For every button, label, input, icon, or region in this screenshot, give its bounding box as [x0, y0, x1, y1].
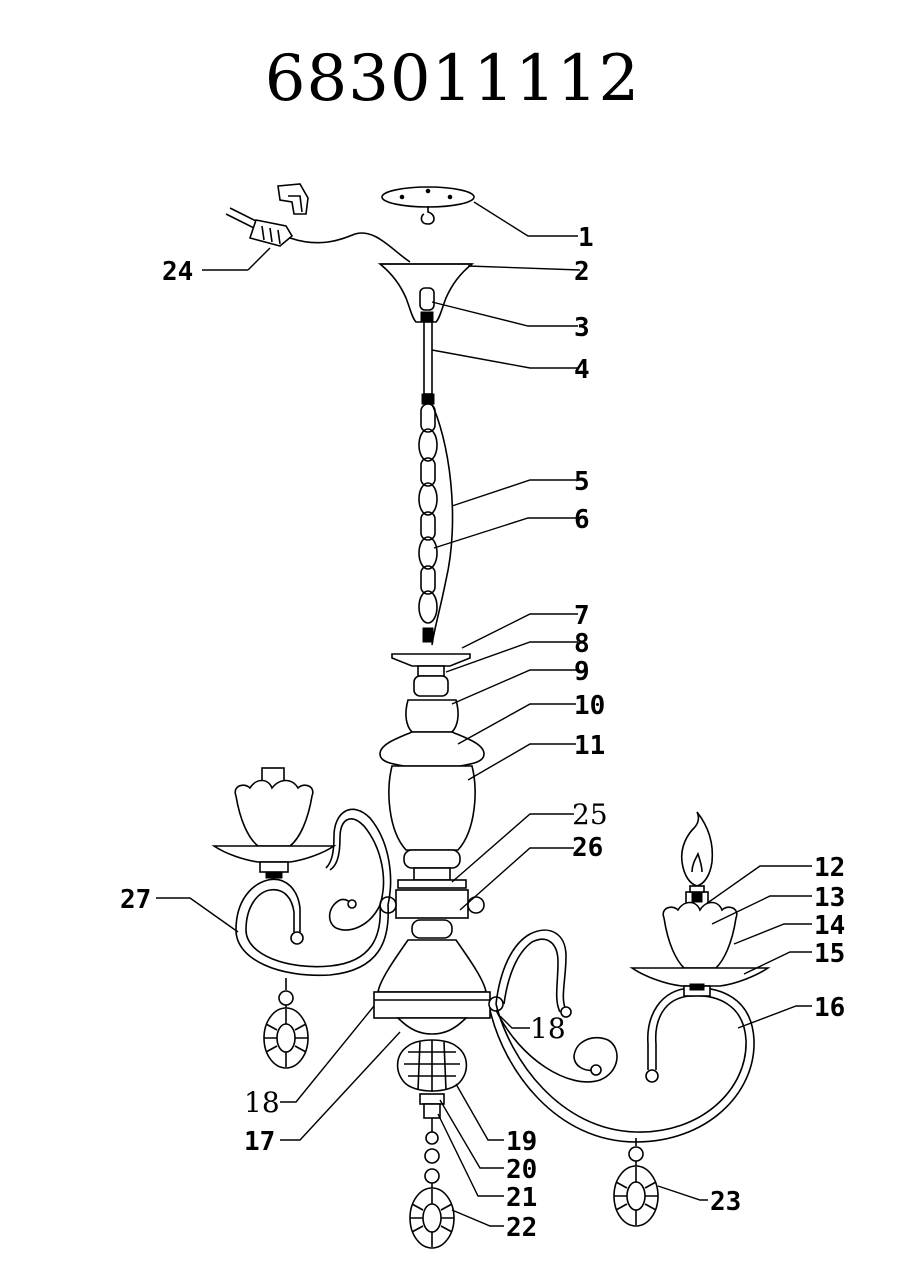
right-arm [489, 929, 755, 1143]
left-arm [235, 808, 392, 977]
ceiling-plate [381, 186, 475, 225]
label-4: 4 [574, 355, 590, 385]
column-neck [413, 665, 449, 697]
label-10: 10 [574, 691, 605, 721]
label-19: 19 [506, 1127, 537, 1157]
right-candle-cup [629, 891, 771, 997]
terminal-block [225, 183, 411, 263]
label-25: 25 [572, 798, 608, 831]
center-hub [377, 879, 487, 993]
column-collar [405, 699, 459, 733]
label-5: 5 [574, 467, 590, 497]
column-upper-body [379, 731, 485, 767]
wire [429, 399, 454, 646]
label-1: 1 [578, 223, 594, 253]
label-9: 9 [574, 657, 590, 687]
label-17: 17 [244, 1127, 275, 1157]
label-16: 16 [814, 993, 845, 1023]
label-24: 24 [162, 257, 193, 287]
label-7: 7 [574, 601, 590, 631]
label-12: 12 [814, 853, 845, 883]
label-21: 21 [506, 1183, 537, 1213]
left-candle-cup [211, 767, 337, 879]
leader-lines [156, 201, 812, 1227]
label-23: 23 [710, 1187, 741, 1217]
column-vase [388, 765, 476, 881]
label-8: 8 [574, 629, 590, 659]
label-22: 22 [506, 1213, 537, 1243]
label-26: 26 [572, 833, 603, 863]
label-2: 2 [574, 257, 590, 287]
down-rod [421, 321, 435, 405]
column-top-cup [391, 653, 471, 667]
chain [418, 403, 438, 643]
canopy-fitting [419, 287, 435, 323]
right-pendant [613, 1138, 659, 1227]
label-18-right: 18 [530, 1012, 566, 1045]
label-18-left: 18 [244, 1086, 280, 1119]
bottom-finial [396, 1039, 468, 1249]
label-6: 6 [574, 505, 590, 535]
left-pendant [263, 978, 309, 1069]
label-11: 11 [574, 731, 605, 761]
lower-bowl [373, 991, 504, 1035]
label-13: 13 [814, 883, 845, 913]
label-14: 14 [814, 911, 845, 941]
label-15: 15 [814, 939, 845, 969]
drawing-title: 683011112 [264, 42, 641, 116]
label-3: 3 [574, 313, 590, 343]
label-27: 27 [120, 885, 151, 915]
label-20: 20 [506, 1155, 537, 1185]
right-bulb [680, 811, 714, 903]
